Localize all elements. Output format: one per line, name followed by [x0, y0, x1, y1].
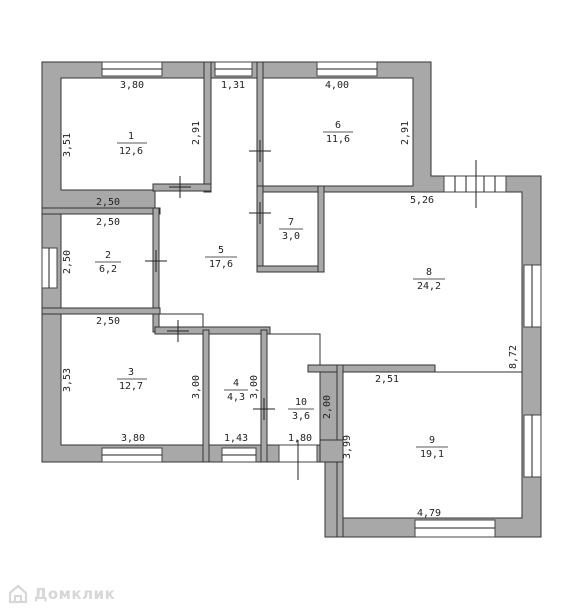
- svg-text:5: 5: [218, 245, 224, 256]
- dim-r2-top: 2,50: [96, 217, 120, 228]
- dim-r1-left: 3,51: [62, 133, 73, 157]
- dim-r3-right: 3,00: [191, 375, 202, 399]
- watermark-text: Домклик: [34, 585, 116, 603]
- dim-r1-top: 3,80: [120, 80, 144, 91]
- dim-r4-right: 3,00: [249, 375, 260, 399]
- svg-text:6,2: 6,2: [99, 264, 117, 275]
- dim-r10-bottom: 1,80: [288, 433, 312, 444]
- room-labels: 112,6 26,2 312,7 44,3 517,6 611,6 73,0 8…: [95, 120, 448, 460]
- svg-text:2: 2: [105, 250, 111, 261]
- room-1-label: 112,6: [117, 131, 147, 157]
- dim-r2-left: 2,50: [62, 250, 73, 274]
- svg-text:1: 1: [128, 131, 134, 142]
- room-9-label: 919,1: [416, 435, 448, 460]
- room-3-label: 312,7: [117, 367, 147, 392]
- dim-r8-right: 8,72: [508, 345, 519, 369]
- room-4-label: 44,3: [224, 378, 248, 403]
- dim-r10-right: 2,00: [322, 395, 333, 419]
- windows: [41, 61, 542, 538]
- dim-r9-left: 3,99: [342, 435, 353, 459]
- svg-text:4: 4: [233, 378, 239, 389]
- dim-r9-bottom: 4,79: [417, 508, 441, 519]
- dim-r8-top: 5,26: [410, 195, 434, 206]
- watermark: Домклик: [8, 584, 115, 604]
- room-2-label: 26,2: [95, 250, 121, 275]
- door-marks: [145, 140, 477, 480]
- dim-r1-bottom: 2,50: [96, 197, 120, 208]
- dim-r4-bottom: 1,43: [224, 433, 248, 444]
- room-10-label: 103,6: [288, 397, 314, 422]
- room-8-label: 824,2: [413, 267, 445, 292]
- svg-text:3,6: 3,6: [292, 411, 310, 422]
- room-5-label: 517,6: [205, 245, 237, 270]
- house-logo-icon: [8, 584, 28, 604]
- svg-text:12,7: 12,7: [119, 381, 143, 392]
- svg-text:8: 8: [426, 267, 432, 278]
- svg-text:11,6: 11,6: [326, 134, 350, 145]
- svg-text:10: 10: [295, 397, 307, 408]
- svg-text:24,2: 24,2: [417, 281, 441, 292]
- room-7-label: 73,0: [279, 217, 303, 242]
- svg-text:17,6: 17,6: [209, 259, 233, 270]
- svg-text:3,0: 3,0: [282, 231, 300, 242]
- svg-text:12,6: 12,6: [119, 146, 143, 157]
- svg-text:3: 3: [128, 367, 134, 378]
- dim-corr-top: 1,31: [221, 80, 245, 91]
- svg-text:4,3: 4,3: [227, 392, 245, 403]
- svg-text:6: 6: [335, 120, 341, 131]
- dim-r6-right: 2,91: [400, 121, 411, 145]
- dimension-labels: 3,80 1,31 4,00 3,51 2,91 2,91 2,50 2,50 …: [62, 80, 519, 519]
- dim-r3-top: 2,50: [96, 316, 120, 327]
- dim-r3-bottom: 3,80: [121, 433, 145, 444]
- room-6-label: 611,6: [323, 120, 353, 145]
- svg-text:9: 9: [429, 435, 435, 446]
- dim-r1-right: 2,91: [191, 121, 202, 145]
- svg-text:19,1: 19,1: [420, 449, 444, 460]
- dim-r3-left: 3,53: [62, 368, 73, 392]
- dim-r9-top: 2,51: [375, 374, 399, 385]
- svg-text:7: 7: [288, 217, 294, 228]
- dim-r6-top: 4,00: [325, 80, 349, 91]
- window-r8-top: [443, 175, 507, 193]
